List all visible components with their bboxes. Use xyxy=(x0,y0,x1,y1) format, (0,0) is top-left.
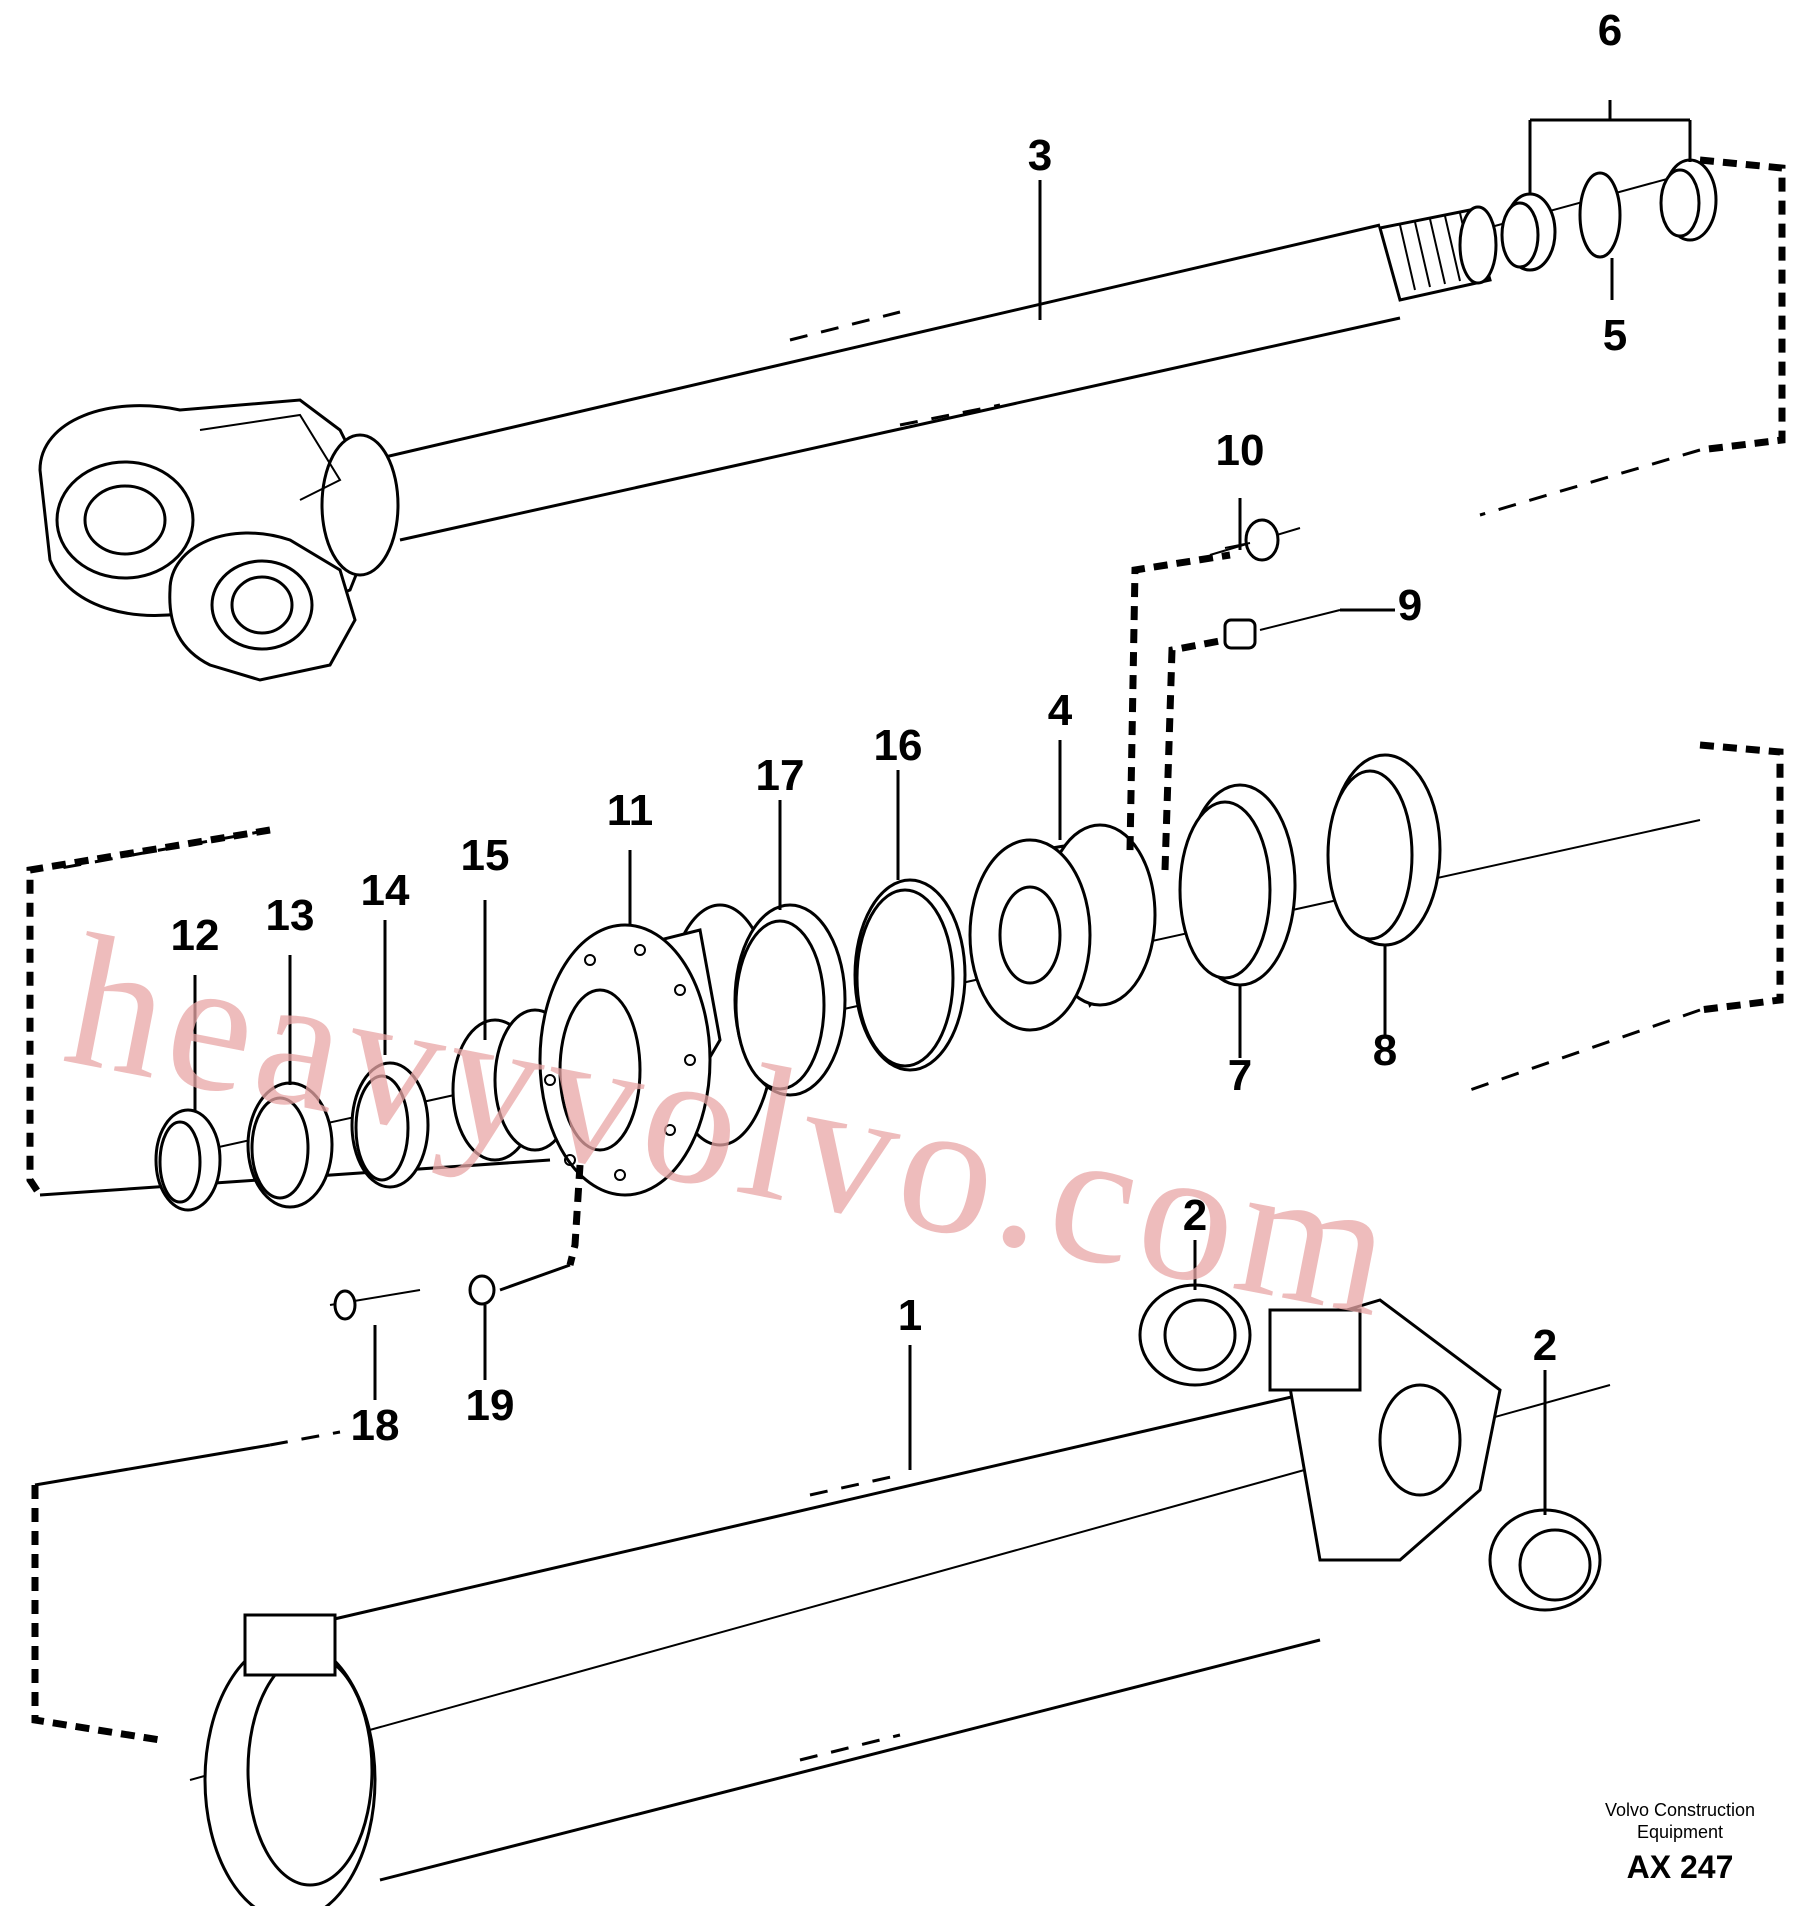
rod-eye xyxy=(38,398,400,682)
piston-rod xyxy=(371,205,1498,542)
backup-ring xyxy=(350,1061,430,1189)
callout-7: 7 xyxy=(1228,1051,1252,1100)
callout-3: 3 xyxy=(1028,131,1052,180)
callout-16: 16 xyxy=(874,721,923,770)
o-ring-16 xyxy=(853,878,967,1072)
callout-19: 19 xyxy=(466,1381,515,1430)
head-group-boundary-bottom-right xyxy=(1469,1008,1701,1092)
callout-5: 5 xyxy=(1603,311,1627,360)
tube-group-boundary-left xyxy=(31,1485,161,1744)
callout-17: 17 xyxy=(756,751,805,800)
leader-lines xyxy=(193,100,1692,1515)
piston-head-assembly xyxy=(26,518,1784,1321)
head-bolt-washer xyxy=(329,1164,584,1321)
callout-18: 18 xyxy=(351,1401,400,1450)
cylinder-tube-assembly xyxy=(31,1283,1611,1906)
callout-2-lower: 2 xyxy=(1533,1321,1557,1370)
tube-trunnion xyxy=(1268,1298,1502,1562)
footer-caption: Volvo Construction Equipment AX 247 xyxy=(1605,1800,1755,1885)
callout-1: 1 xyxy=(898,1291,922,1340)
spherical-bearing-lower xyxy=(1488,1508,1602,1612)
head-group-boundary-left xyxy=(26,826,271,1197)
rod-group-boundary xyxy=(1699,156,1786,454)
rod-group-boundary-bottom xyxy=(1479,448,1701,517)
callout-14: 14 xyxy=(361,866,410,915)
spherical-bearing-upper xyxy=(1138,1283,1252,1387)
footer-line-2: Equipment xyxy=(1637,1822,1723,1842)
footer-line-1: Volvo Construction xyxy=(1605,1800,1755,1820)
tube-group-boundary-top xyxy=(34,1443,271,1487)
seal-ring-17 xyxy=(733,903,847,1097)
callout-9: 9 xyxy=(1398,581,1422,630)
drawing-code: AX 247 xyxy=(1627,1849,1734,1885)
callout-11: 11 xyxy=(607,786,654,835)
guide-ring xyxy=(1326,753,1442,947)
callout-10: 10 xyxy=(1216,426,1265,475)
rod-seal-rings xyxy=(1500,158,1718,272)
rod-seal xyxy=(246,1081,334,1209)
callout-labels: 3 6 5 10 9 4 16 17 11 15 14 13 12 7 8 2 … xyxy=(171,6,1628,1450)
head-group-boundary-right xyxy=(1699,741,1784,1014)
callout-15: 15 xyxy=(461,831,510,880)
callout-12: 12 xyxy=(171,911,220,960)
wiper-ring xyxy=(154,1108,222,1212)
tube-flange xyxy=(203,1613,377,1906)
piston-seal xyxy=(1178,783,1297,987)
piston xyxy=(968,823,1157,1032)
callout-13: 13 xyxy=(266,891,315,940)
lock-pin xyxy=(1161,609,1341,871)
piston-rod-assembly xyxy=(38,156,1786,682)
head-group-boundary-top-left xyxy=(49,828,271,872)
callout-8: 8 xyxy=(1373,1026,1397,1075)
callout-2-upper: 2 xyxy=(1183,1191,1207,1240)
callout-6: 6 xyxy=(1598,6,1622,55)
set-screw xyxy=(1126,518,1301,851)
callout-4: 4 xyxy=(1048,686,1073,735)
